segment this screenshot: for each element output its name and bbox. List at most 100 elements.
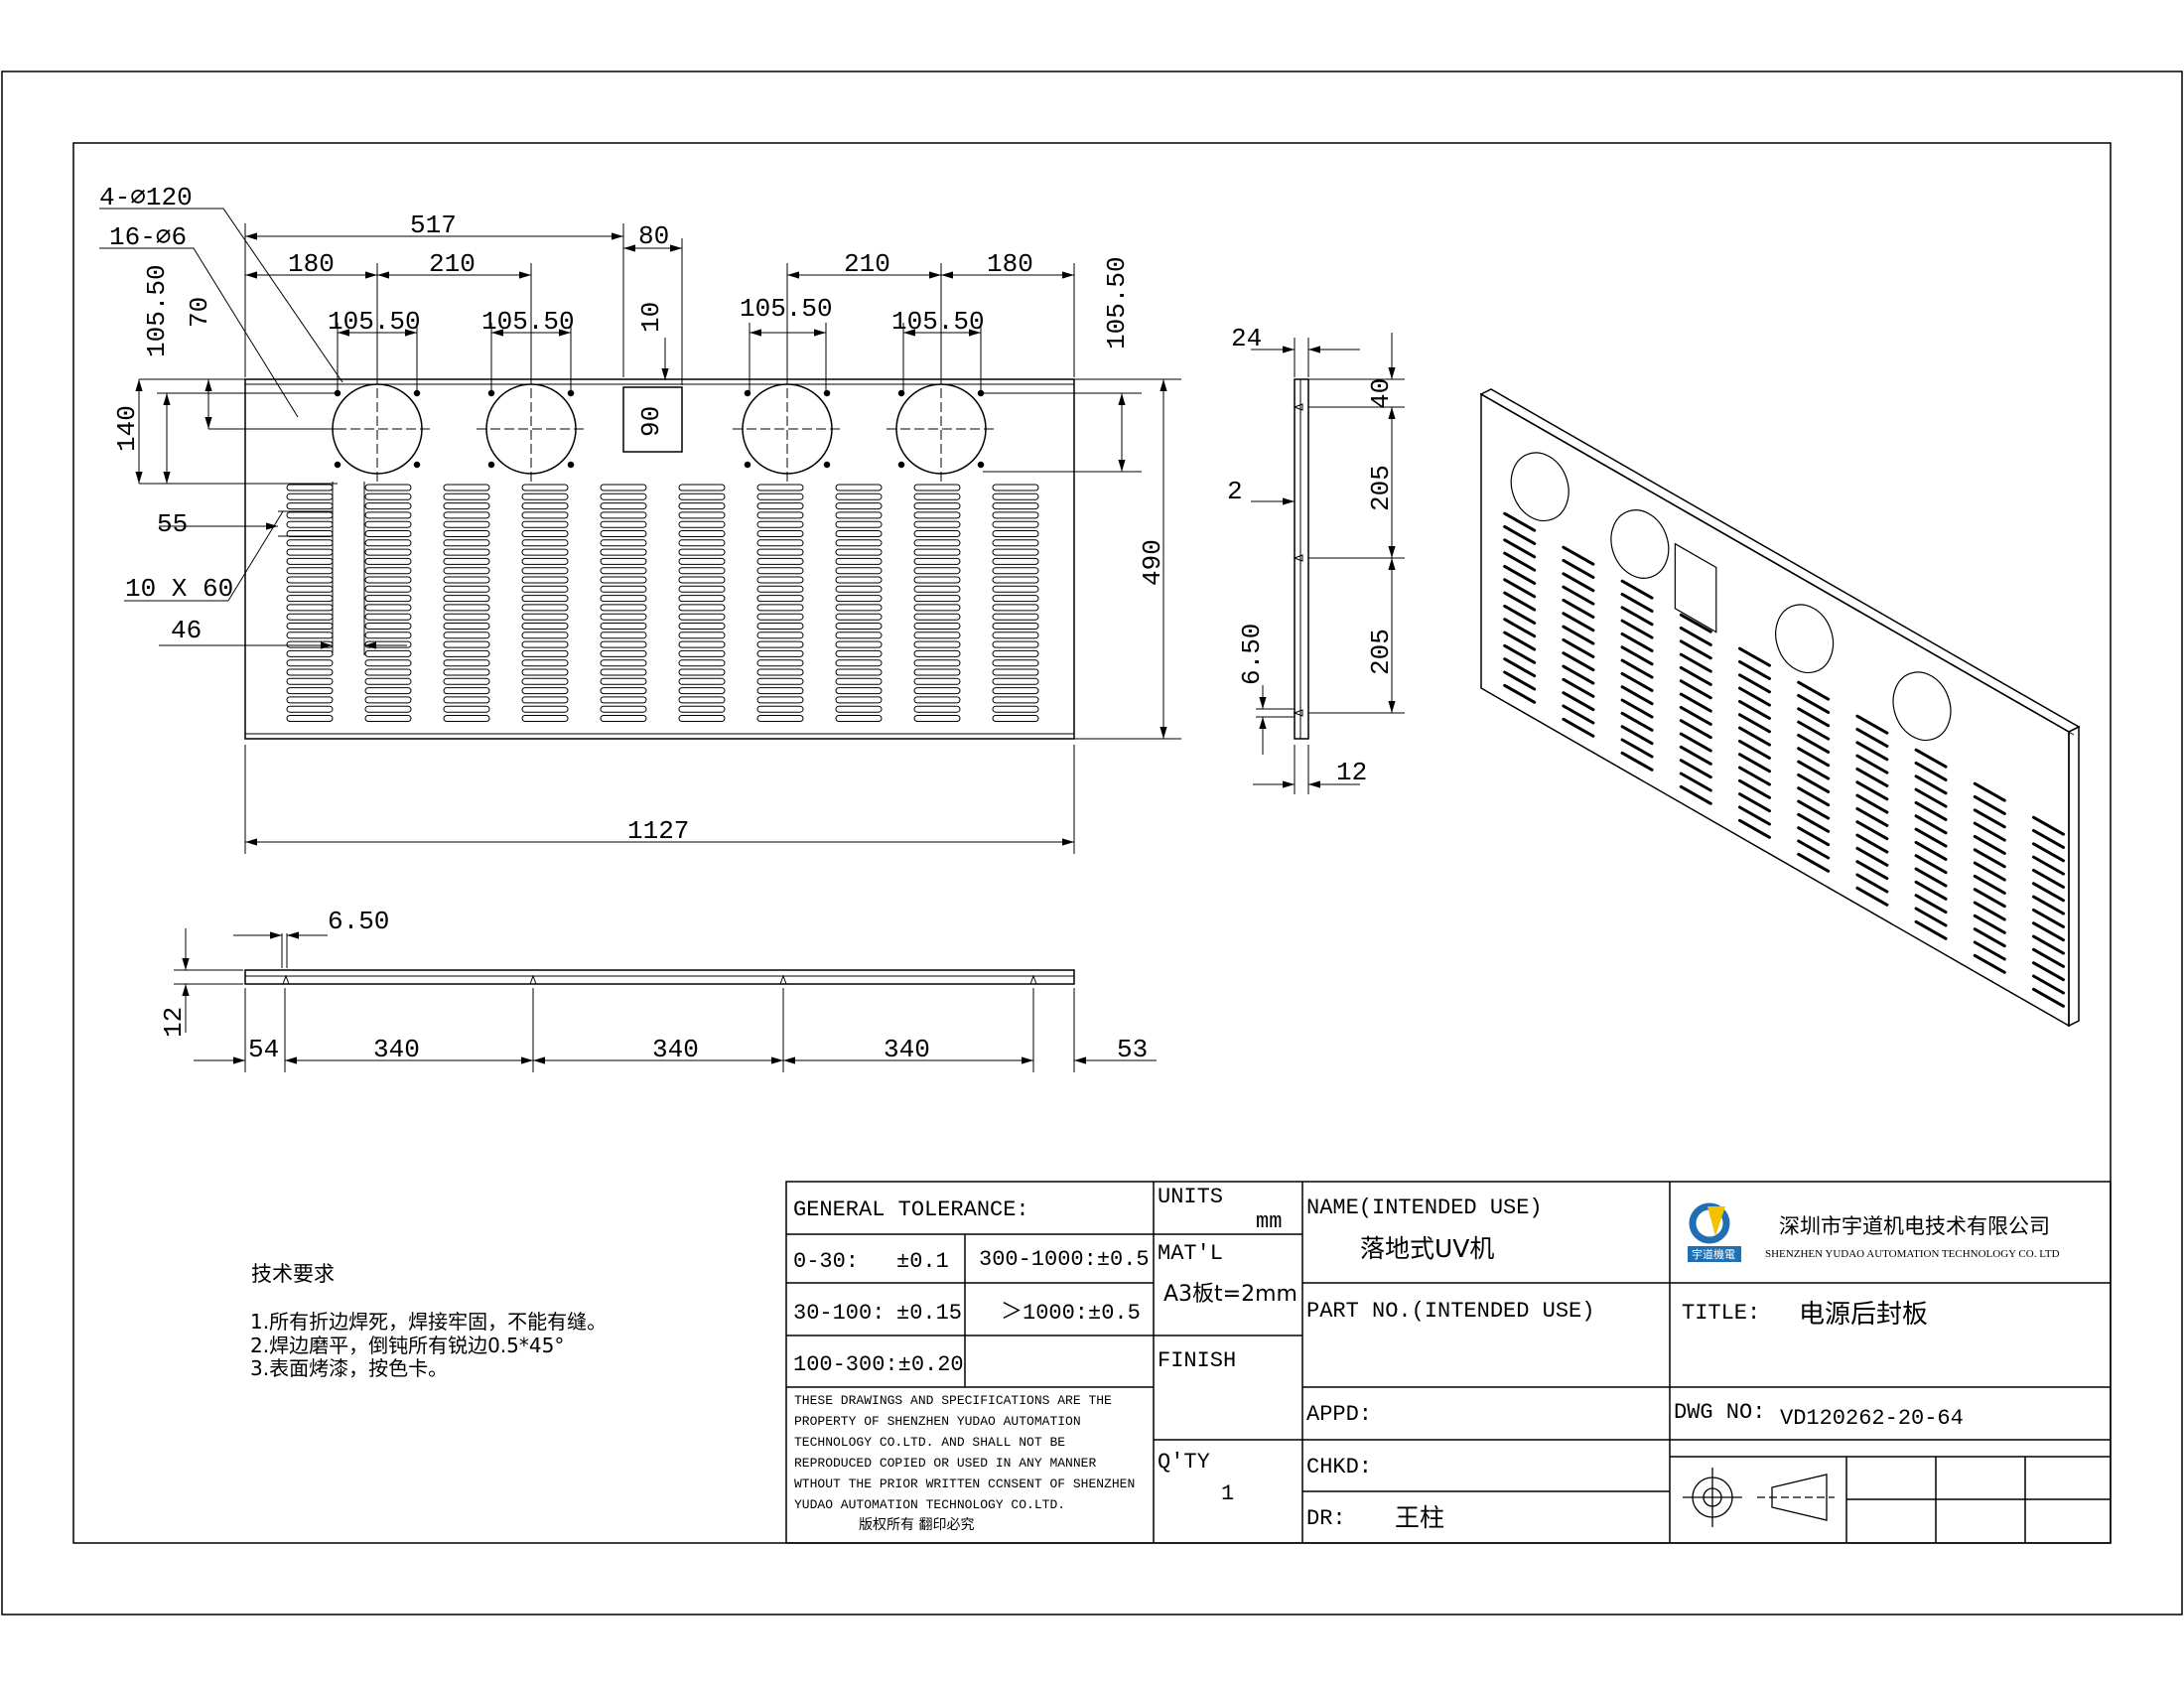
vent-slot — [992, 511, 1039, 519]
vent-slot — [364, 576, 412, 584]
vent-slot — [913, 668, 961, 676]
vent-slot — [913, 539, 961, 547]
vent-slot — [913, 623, 961, 630]
vent-slot — [364, 567, 412, 575]
iso-vent-slot — [1503, 604, 1537, 625]
iso-vent-slot — [1503, 683, 1537, 704]
vent-slot — [756, 613, 804, 621]
mounting-hole — [567, 461, 575, 469]
vent-slot — [600, 668, 647, 676]
iso-vent-slot — [1973, 953, 2006, 974]
iso-vent-slot — [2031, 908, 2065, 928]
vent-slot — [443, 492, 490, 500]
vent-slot — [600, 659, 647, 667]
dim-105-50-right-vertical: 105.50 — [1102, 256, 1132, 350]
dr-label: DR: — [1306, 1506, 1346, 1531]
vent-slot — [678, 511, 726, 519]
iso-vent-slot — [1503, 657, 1537, 678]
vent-slot — [364, 677, 412, 685]
vent-slot — [286, 576, 334, 584]
vent-slot — [992, 557, 1039, 565]
vent-slot — [443, 548, 490, 556]
iso-vent-slot — [1562, 598, 1595, 619]
iso-vent-slot — [1973, 848, 2006, 869]
mounting-hole — [977, 461, 985, 469]
vent-slot — [521, 520, 569, 528]
iso-vent-slot — [2031, 868, 2065, 889]
vent-slot — [756, 557, 804, 565]
dim-55: 55 — [157, 509, 188, 539]
iso-vent-slot — [1797, 693, 1831, 714]
vent-slot — [992, 530, 1039, 537]
vent-slot — [521, 687, 569, 695]
iso-vent-slot — [1797, 680, 1831, 701]
slot-grid — [286, 484, 1039, 722]
iso-vent-slot — [1855, 727, 1889, 748]
vent-slot — [286, 511, 334, 519]
vent-slot — [678, 668, 726, 676]
vent-slot — [521, 585, 569, 593]
iso-vent-slot — [1503, 524, 1537, 545]
vent-slot — [364, 511, 412, 519]
vent-slot — [756, 696, 804, 704]
vent-slot — [678, 548, 726, 556]
vent-slot — [678, 696, 726, 704]
iso-vent-slot — [1737, 726, 1771, 747]
vent-slot — [600, 696, 647, 704]
iso-vent-slot — [1973, 834, 2006, 855]
vent-slot — [521, 613, 569, 621]
vent-slot — [443, 677, 490, 685]
vent-slot — [443, 715, 490, 722]
iso-vent-slot — [1855, 873, 1889, 894]
vent-slot — [835, 632, 883, 639]
vent-slot — [364, 715, 412, 722]
dim-12: 12 — [159, 1007, 189, 1038]
vent-slot — [443, 640, 490, 648]
side-dimensions — [1251, 333, 1405, 794]
vent-slot — [286, 557, 334, 565]
iso-vent-slot — [1973, 821, 2006, 842]
dim-24: 24 — [1231, 324, 1262, 353]
iso-vent-slot — [1855, 820, 1889, 841]
vent-slot — [443, 632, 490, 639]
vent-slot — [600, 548, 647, 556]
iso-large-hole — [1775, 604, 1835, 674]
dim-205-b: 205 — [1366, 629, 1396, 675]
vent-slot — [521, 623, 569, 630]
vent-slot — [286, 604, 334, 612]
vent-slot — [835, 511, 883, 519]
iso-vent-slot — [1679, 759, 1712, 779]
iso-vent-slot — [1914, 867, 1948, 888]
vent-slot — [835, 548, 883, 556]
bottom-dimensions — [174, 928, 1157, 1072]
iso-feature-group — [1503, 452, 2065, 1008]
iso-vent-slot — [1855, 846, 1889, 867]
vent-slot — [521, 595, 569, 603]
vent-slot — [835, 677, 883, 685]
iso-vent-slot — [1737, 792, 1771, 813]
dim-180-left: 180 — [288, 249, 335, 279]
iso-vent-slot — [1737, 673, 1771, 694]
iso-vent-slot — [1973, 781, 2006, 802]
vent-slot — [364, 585, 412, 593]
vent-slot — [756, 539, 804, 547]
vent-slot — [600, 649, 647, 657]
vent-slot — [992, 677, 1039, 685]
iso-vent-slot — [1914, 748, 1948, 769]
iso-vent-slot — [1503, 578, 1537, 599]
vent-slot — [678, 576, 726, 584]
vent-slot — [286, 595, 334, 603]
vent-slot — [286, 649, 334, 657]
vent-slot — [756, 687, 804, 695]
vent-slot — [600, 677, 647, 685]
iso-vent-slot — [1855, 741, 1889, 762]
iso-vent-slot — [1797, 733, 1831, 754]
callout-large-holes: 4-∅120 — [99, 183, 193, 212]
vent-slot — [600, 715, 647, 722]
dim-10: 10 — [636, 302, 666, 333]
vent-slot — [678, 492, 726, 500]
iso-vent-slot — [1679, 719, 1712, 740]
vent-slot — [992, 668, 1039, 676]
vent-slot — [364, 649, 412, 657]
